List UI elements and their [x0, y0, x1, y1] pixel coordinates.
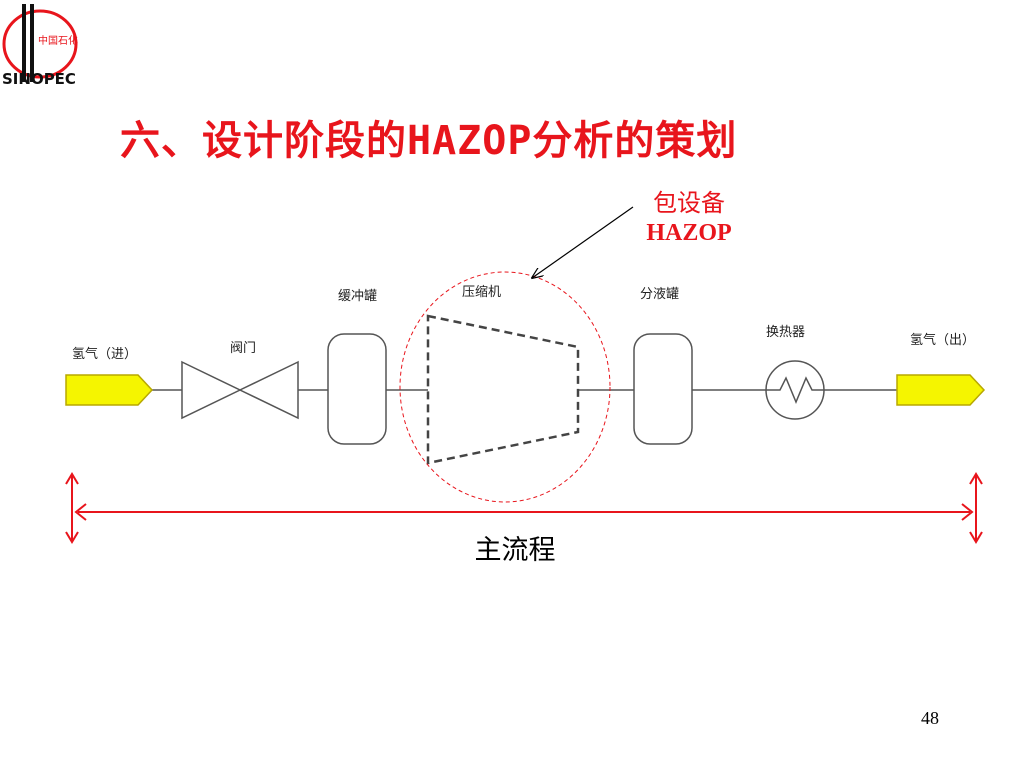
package-equipment-highlight	[399, 271, 611, 503]
package-equipment-label: 包设备	[653, 191, 725, 217]
buffer-tank-label: 缓冲罐	[338, 289, 377, 304]
logo-bar-left	[22, 4, 26, 82]
left-boundary-marker-bottom	[65, 531, 79, 544]
hydrogen-outlet-arrow	[896, 374, 986, 406]
slide-title: 六、设计阶段的HAZOP分析的策划	[120, 118, 738, 164]
logo-brand-text: SINOPEC	[2, 70, 76, 88]
valve-label: 阀门	[230, 341, 256, 356]
hydrogen-inlet-arrow	[65, 374, 154, 406]
separator-tank-label: 分液罐	[640, 287, 679, 302]
buffer-tank	[327, 333, 387, 445]
right-boundary-marker-top	[969, 472, 983, 485]
logo-ring	[2, 9, 78, 79]
sinopec-logo: 中国石化 SINOPEC	[2, 4, 78, 88]
compressor-label: 压缩机	[462, 284, 501, 300]
page-number: 48	[921, 708, 939, 728]
package-hazop-label: HAZOP	[646, 220, 732, 246]
valve-symbol	[181, 360, 242, 420]
valve-symbol-right	[238, 360, 299, 420]
heat-exchanger-label: 换热器	[766, 325, 805, 340]
logo-bar-right	[30, 4, 34, 82]
separator-tank	[633, 333, 693, 445]
hydrogen-out-label: 氢气（出）	[910, 332, 975, 348]
compressor-symbol	[426, 314, 580, 465]
main-flow-span-right-head	[961, 503, 974, 521]
main-flow-span-left-head	[74, 503, 87, 521]
heat-exchanger-coil	[766, 376, 824, 404]
left-boundary-marker-top	[65, 472, 79, 485]
right-boundary-marker-bottom	[969, 531, 983, 544]
logo-chinese-text: 中国石化	[38, 34, 78, 47]
main-flow-label: 主流程	[474, 535, 556, 565]
package-callout-arrow	[532, 206, 634, 278]
hydrogen-in-label: 氢气（进）	[72, 346, 137, 362]
